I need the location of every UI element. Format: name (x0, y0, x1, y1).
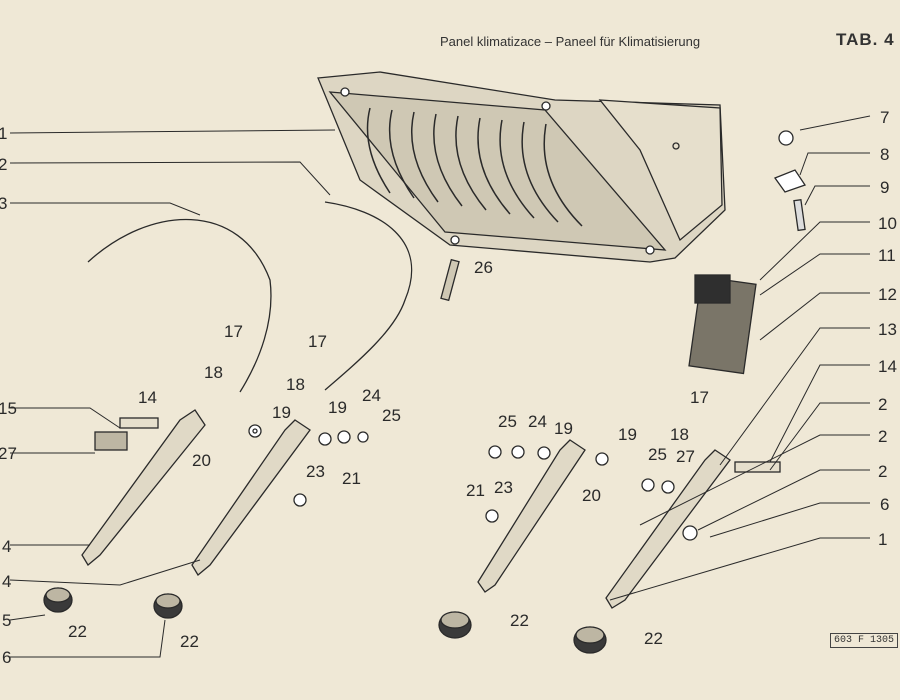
callout-label: 1 (0, 124, 7, 143)
bolt (793, 198, 806, 232)
callout-label: 2 (878, 462, 887, 481)
knob (43, 587, 73, 613)
clamp (94, 431, 128, 451)
washer (357, 431, 369, 443)
callout-label: 3 (0, 194, 7, 213)
washer (337, 430, 351, 444)
washer (641, 478, 655, 492)
switch-block (688, 274, 757, 375)
knob (438, 611, 472, 639)
control-lever (477, 439, 586, 593)
control-lever (191, 419, 311, 576)
control-lever (605, 449, 731, 609)
callout-labels: 1 2 3 4 4 5 6 15 27 14 17 18 17 18 19 19… (0, 108, 897, 667)
callout-label: 12 (878, 285, 897, 304)
callout-label: 10 (878, 214, 897, 233)
callout-label: 18 (204, 363, 223, 382)
callout-label: 19 (328, 398, 347, 417)
knob (573, 626, 607, 654)
washer (595, 452, 609, 466)
screw (440, 258, 460, 302)
callout-label: 22 (644, 629, 663, 648)
callout-label: 4 (2, 537, 11, 556)
callout-label: 17 (224, 322, 243, 341)
callout-label: 15 (0, 399, 17, 418)
callout-label: 14 (138, 388, 157, 407)
page-title: Panel klimatizace – Paneel für Klimatisi… (440, 34, 701, 49)
callout-label: 22 (180, 632, 199, 651)
callout-label: 20 (192, 451, 211, 470)
washer (318, 432, 332, 446)
bracket (773, 169, 807, 193)
callout-label: 26 (474, 258, 493, 277)
callout-label: 25 (382, 406, 401, 425)
callout-label: 9 (880, 178, 889, 197)
callout-label: 25 (498, 412, 517, 431)
callout-label: 13 (878, 320, 897, 339)
washer (661, 480, 675, 494)
washer (248, 424, 262, 438)
washer (293, 493, 307, 507)
callout-label: 5 (2, 611, 11, 630)
callout-label: 21 (466, 481, 485, 500)
washer (537, 446, 551, 460)
air-grille-panel (317, 71, 726, 263)
callout-label: 4 (2, 572, 11, 591)
callout-label: 2 (878, 395, 887, 414)
callout-label: 27 (676, 447, 695, 466)
control-lever (81, 409, 206, 566)
callout-label: 24 (362, 386, 381, 405)
callout-label: 27 (0, 444, 17, 463)
callout-label: 18 (286, 375, 305, 394)
callout-label: 6 (880, 495, 889, 514)
callout-label: 17 (690, 388, 709, 407)
callout-label: 1 (878, 530, 887, 549)
control-cable (87, 218, 272, 393)
nut (778, 130, 794, 146)
callout-label: 24 (528, 412, 547, 431)
callout-label: 23 (306, 462, 325, 481)
callout-label: 23 (494, 478, 513, 497)
callout-label: 7 (880, 108, 889, 127)
callout-label: 8 (880, 145, 889, 164)
callout-label: 18 (670, 425, 689, 444)
callout-label: 21 (342, 469, 361, 488)
callout-label: 2 (0, 155, 7, 174)
callout-label: 20 (582, 486, 601, 505)
callout-label: 22 (68, 622, 87, 641)
callout-label: 19 (554, 419, 573, 438)
pin (119, 417, 159, 429)
callout-label: 22 (510, 611, 529, 630)
knob (153, 593, 183, 619)
table-number: TAB. 4 (836, 30, 895, 49)
washer (485, 509, 499, 523)
washer (488, 445, 502, 459)
control-cable (324, 201, 413, 391)
callout-label: 19 (272, 403, 291, 422)
drawing-code: 603 F 1305 (830, 633, 899, 648)
callout-label: 25 (648, 445, 667, 464)
washer (682, 525, 698, 541)
callout-label: 6 (2, 648, 11, 667)
callout-label: 19 (618, 425, 637, 444)
pin (734, 461, 781, 473)
callout-label: 11 (878, 246, 896, 265)
callout-label: 14 (878, 357, 897, 376)
washer (511, 445, 525, 459)
callout-label: 17 (308, 332, 327, 351)
callout-label: 2 (878, 427, 887, 446)
